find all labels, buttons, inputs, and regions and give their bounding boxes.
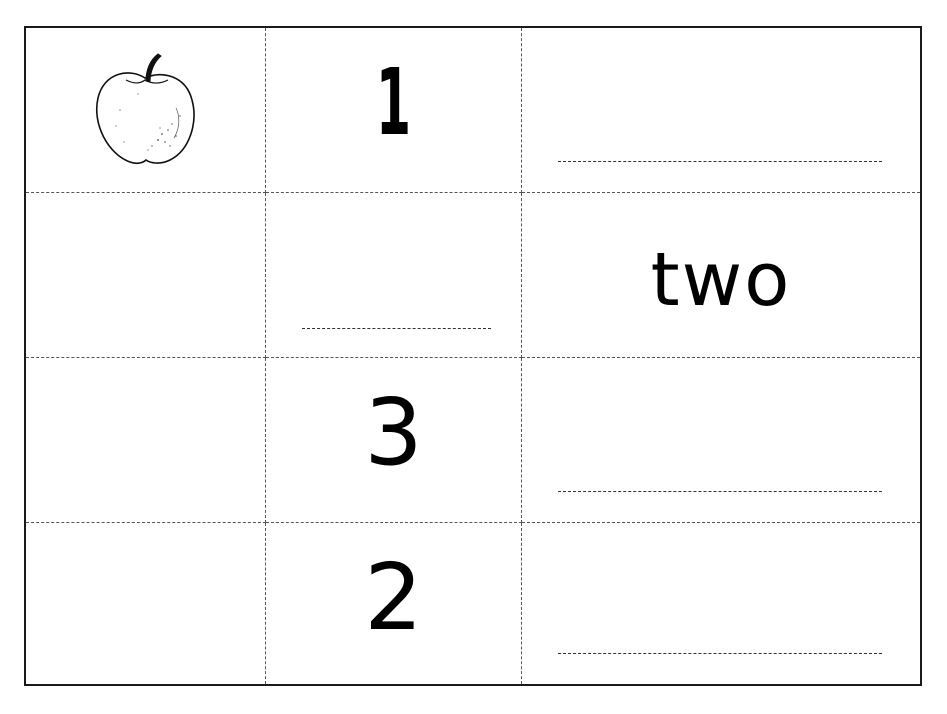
worksheet-grid: 1 two 3 2 bbox=[24, 26, 922, 686]
row3-picture-cell[interactable] bbox=[26, 358, 266, 523]
row4-numeral: 2 bbox=[364, 544, 423, 651]
row2-word-cell: two bbox=[522, 193, 920, 358]
row2-word: two bbox=[650, 237, 792, 323]
row3-numeral: 3 bbox=[364, 379, 423, 486]
row2-numeral-writing-line[interactable] bbox=[302, 328, 491, 329]
row4-numeral-cell: 2 bbox=[266, 523, 522, 684]
apple-icon bbox=[96, 53, 195, 165]
row1-picture-cell bbox=[26, 28, 266, 193]
row3-word-writing-line[interactable] bbox=[558, 491, 882, 492]
row3-word-cell bbox=[522, 358, 920, 523]
row2-picture-cell[interactable] bbox=[26, 193, 266, 358]
row1-word-cell bbox=[522, 28, 920, 193]
row3-numeral-cell: 3 bbox=[266, 358, 522, 523]
row1-word-writing-line[interactable] bbox=[558, 161, 882, 162]
row1-numeral: 1 bbox=[375, 49, 412, 156]
row1-numeral-cell: 1 bbox=[266, 28, 522, 193]
row4-picture-cell[interactable] bbox=[26, 523, 266, 684]
row2-numeral-cell bbox=[266, 193, 522, 358]
row4-word-cell bbox=[522, 523, 920, 684]
row4-word-writing-line[interactable] bbox=[558, 653, 882, 654]
